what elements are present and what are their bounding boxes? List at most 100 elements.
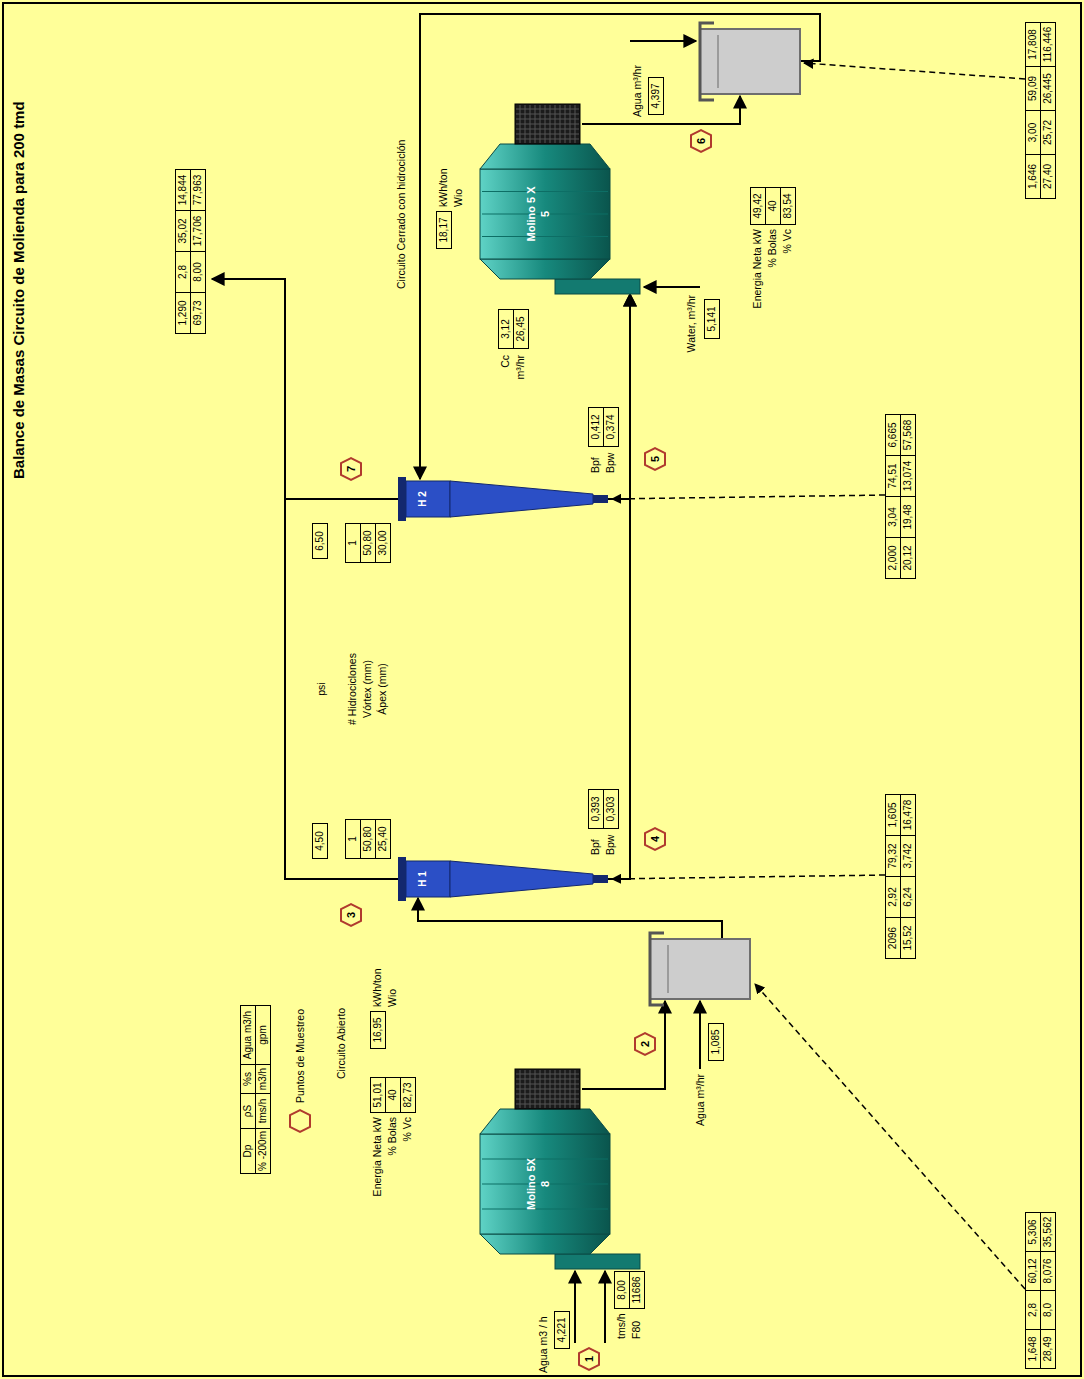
value-cell: 3,04	[885, 496, 901, 538]
value-cell: 25,40	[375, 819, 391, 859]
screen-mesh	[520, 1070, 521, 1108]
node-outline	[398, 857, 608, 901]
node-text: 1	[578, 1347, 600, 1371]
screen-mesh	[575, 1070, 576, 1108]
value-cell: 1,290	[175, 292, 191, 334]
value-cell: 14,844	[175, 169, 191, 211]
value-cell: 82,73	[400, 1077, 416, 1113]
sump-body	[650, 939, 750, 999]
sample-point-hexagon: 2	[634, 1032, 656, 1056]
row-label: % Bolas	[765, 229, 780, 268]
value-cell: % -200m	[255, 1128, 271, 1174]
value-cell: 69,73	[190, 292, 206, 334]
value-cell: 35,562	[1040, 1212, 1056, 1252]
text-label: Circuito Cerrado con hidrociclón	[394, 140, 409, 289]
value-cell: 74,51	[885, 455, 901, 497]
value-cell: 4,397	[648, 77, 664, 115]
value-cell: 13,074	[900, 455, 916, 497]
mill-discharge-head	[480, 1109, 610, 1134]
node-outline	[398, 477, 608, 521]
row-label: Cc	[498, 355, 513, 368]
hexagon-outline	[645, 448, 665, 470]
node-text: H 1	[416, 857, 429, 901]
value-cell: Dp	[240, 1128, 256, 1174]
node-text: Molino 5 X 5	[524, 186, 552, 242]
cyclone-cone	[450, 861, 593, 897]
trommel-screen	[515, 1069, 580, 1109]
text-label: Bpw	[603, 835, 618, 855]
screen-mesh	[535, 1070, 536, 1108]
screen-mesh	[560, 1070, 561, 1108]
water-feed-pipe	[574, 1271, 576, 1343]
mill-rib	[482, 1159, 608, 1160]
screen-mesh	[570, 1070, 571, 1108]
mill-feed-head	[480, 1234, 610, 1254]
value-cell: 2096	[885, 917, 901, 959]
value-cell: 79,32	[885, 835, 901, 877]
sample-point-hexagon: 6	[690, 129, 712, 153]
value-cell: 8,00	[190, 251, 206, 293]
hexagon-outline	[341, 904, 361, 926]
sample-point-hexagon: 4	[644, 827, 666, 851]
node-outline	[480, 104, 645, 294]
cyclone-cone	[450, 481, 593, 517]
value-cell: 5,306	[1025, 1212, 1041, 1252]
ore-feed-pipe	[604, 1271, 606, 1343]
value-cell: 50,80	[360, 523, 376, 563]
row-label: # Hidrociclones	[345, 609, 360, 769]
value-cell: %s	[240, 1064, 256, 1094]
mill-rib	[482, 1209, 608, 1210]
node-text: H 2	[416, 477, 429, 521]
value-cell: 1	[345, 523, 361, 563]
sample-point-hexagon: 3	[340, 903, 362, 927]
sump-level	[717, 35, 719, 88]
value-cell: 1,648	[1025, 1329, 1041, 1369]
screen-mesh	[540, 1070, 541, 1108]
node-text: 6	[690, 129, 712, 153]
value-cell: 28,49	[1040, 1329, 1056, 1369]
hexagon-outline	[645, 828, 665, 850]
row-label: % Vc	[780, 229, 795, 254]
value-cell: 6,24	[900, 876, 916, 918]
screen-mesh	[555, 1070, 556, 1108]
h2-overflow-pipe	[285, 498, 398, 500]
sample-point-hexagon: 7	[340, 457, 362, 481]
screen-mesh	[560, 105, 561, 143]
value-cell: 18,17	[436, 211, 452, 249]
value-cell: 30,00	[375, 523, 391, 563]
screen-mesh	[545, 1070, 546, 1108]
value-cell: 5,141	[704, 299, 720, 339]
row-label: m³/hr	[513, 355, 528, 380]
value-cell: 83,54	[780, 187, 796, 225]
value-cell: m3/h	[255, 1064, 271, 1094]
value-cell: 19,48	[900, 496, 916, 538]
row-label: Energia Neta kW	[370, 1117, 385, 1196]
value-cell: 1,085	[708, 1023, 724, 1061]
cyclone-overflow-flange	[398, 477, 406, 521]
diagram-title: Balance de Masas Circuito de Molienda pa…	[10, 101, 28, 479]
mill-discharge-head	[480, 144, 610, 169]
value-cell: 0,374	[603, 407, 619, 447]
value-cell: 0,303	[603, 789, 619, 829]
value-cell: 20,12	[900, 537, 916, 579]
value-cell: 4,50	[312, 823, 328, 859]
hexagon-outline	[579, 1348, 599, 1370]
sample-leader	[612, 495, 885, 499]
value-cell: tms/h	[255, 1093, 271, 1129]
value-cell: 1,605	[885, 794, 901, 836]
sump-rim	[700, 23, 714, 100]
sample-point-hexagon: 1	[578, 1347, 600, 1371]
value-cell: 17,706	[190, 210, 206, 252]
value-cell: 0,393	[588, 789, 604, 829]
sump-level	[667, 945, 669, 993]
text-label: Bpw	[603, 453, 618, 473]
row-label: Vórtex (mm)	[360, 609, 375, 769]
value-cell: 2,8	[175, 251, 191, 293]
mill-rib	[482, 236, 608, 237]
value-cell: 4,221	[554, 1311, 570, 1349]
node-text: Molino 5X 8	[524, 1156, 552, 1212]
value-cell: 40	[765, 187, 781, 225]
text-label: Wio	[385, 989, 400, 1007]
value-cell: 3,00	[1025, 110, 1041, 155]
row-label: % Bolas	[385, 1117, 400, 1156]
